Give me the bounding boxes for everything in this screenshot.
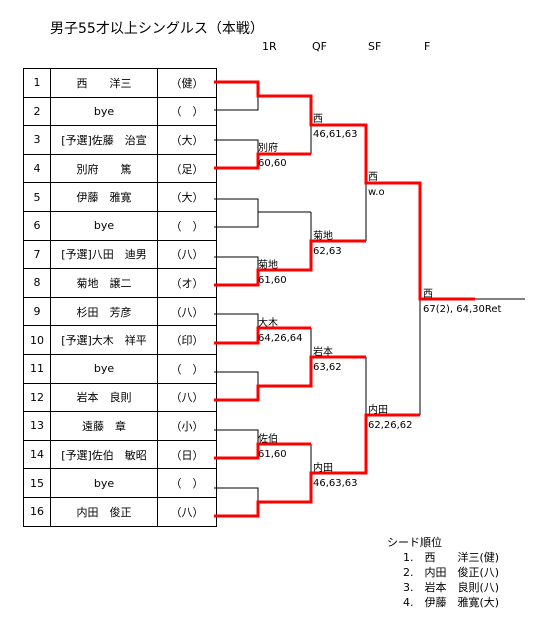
r1-score-4: 61,60 xyxy=(258,449,287,460)
qf-score-3: 63,62 xyxy=(313,362,342,373)
player-club: （ ） xyxy=(157,96,217,127)
player-club: （八） xyxy=(157,296,217,327)
r1-winner-2: 菊地 xyxy=(258,260,278,271)
qf-winner-2: 菊地 xyxy=(313,231,333,242)
seed-item-1: 1. 西 洋三(健) xyxy=(403,551,500,564)
player-number: 7 xyxy=(23,239,51,270)
player-row: 3[予選]佐藤 治宣（大） xyxy=(23,125,217,155)
sf-score-2: 62,26,62 xyxy=(368,420,413,431)
player-club: （小） xyxy=(157,411,217,441)
player-number: 1 xyxy=(23,68,51,98)
final-score: 67(2), 64,30Ret xyxy=(423,304,502,315)
winner-path-nishi xyxy=(214,80,475,301)
player-club: （大） xyxy=(157,182,217,212)
r1-score-2: 61,60 xyxy=(258,275,287,286)
r1-winner-1: 別府 xyxy=(258,143,278,154)
qf-score-4: 46,63,63 xyxy=(313,478,358,489)
player-number: 6 xyxy=(23,210,51,241)
winner-path-kikuchi xyxy=(214,239,366,287)
final-winner: 西 xyxy=(423,289,433,300)
round-header-1r: 1R xyxy=(262,40,277,53)
seed-item-4: 4. 伊藤 雅寛(大) xyxy=(403,596,500,609)
player-club: （八） xyxy=(157,239,217,270)
player-number: 14 xyxy=(23,439,51,470)
player-club: （印） xyxy=(157,325,217,355)
player-club: （大） xyxy=(157,125,217,155)
winner-path-ooki xyxy=(214,326,311,345)
r1-winner-3: 大木 xyxy=(258,318,278,329)
round-header-f: F xyxy=(424,40,431,53)
qf-winner-3: 岩本 xyxy=(313,347,333,358)
player-club: （ ） xyxy=(157,353,217,384)
player-number: 8 xyxy=(23,268,51,298)
r1-score-3: 64,26,64 xyxy=(258,333,303,344)
player-row: 7[予選]八田 迪男（八） xyxy=(23,239,217,270)
player-row: 10[予選]大木 祥平（印） xyxy=(23,325,217,355)
r1-winner-4: 佐伯 xyxy=(258,434,278,445)
winner-path-beppu xyxy=(214,152,311,170)
qf-winner-1: 西 xyxy=(313,114,323,125)
round-header-sf: SF xyxy=(368,40,382,53)
seed-item-2: 2. 内田 俊正(八) xyxy=(403,566,500,579)
player-club: （ ） xyxy=(157,210,217,241)
sf-score-1: w.o xyxy=(368,187,385,198)
player-name: bye xyxy=(50,353,158,384)
player-club: （オ） xyxy=(157,268,217,298)
player-name: 内田 俊正 xyxy=(50,496,158,527)
winner-path-saeki xyxy=(214,442,311,460)
sf-winner-1: 西 xyxy=(368,172,378,183)
player-club: （八） xyxy=(157,496,217,527)
player-name: [予選]大木 祥平 xyxy=(50,325,158,355)
player-number: 13 xyxy=(23,411,51,441)
player-club: （日） xyxy=(157,439,217,470)
winner-path-iwamoto xyxy=(214,355,366,402)
seed-item-3: 3. 岩本 良則(八) xyxy=(403,581,500,594)
player-row: 14[予選]佐伯 敏昭（日） xyxy=(23,439,217,470)
seed-heading: シード順位 xyxy=(387,536,442,549)
player-number: 10 xyxy=(23,325,51,355)
bracket-r1-match-3 xyxy=(214,198,311,228)
qf-winner-4: 内田 xyxy=(313,463,333,474)
r1-score-1: 60,60 xyxy=(258,158,287,169)
winner-path-uchida xyxy=(214,413,420,518)
page-title: 男子55才以上シングルス（本戦） xyxy=(50,21,264,37)
round-header-qf: QF xyxy=(312,40,327,53)
qf-score-2: 62,63 xyxy=(313,246,342,257)
sf-winner-2: 内田 xyxy=(368,405,388,416)
qf-score-1: 46,61,63 xyxy=(313,129,358,140)
player-name: 伊藤 雅寛 xyxy=(50,182,158,212)
player-name: bye xyxy=(50,210,158,241)
player-number: 16 xyxy=(23,496,51,527)
player-name: 別府 篤 xyxy=(50,153,158,184)
player-number: 12 xyxy=(23,382,51,413)
